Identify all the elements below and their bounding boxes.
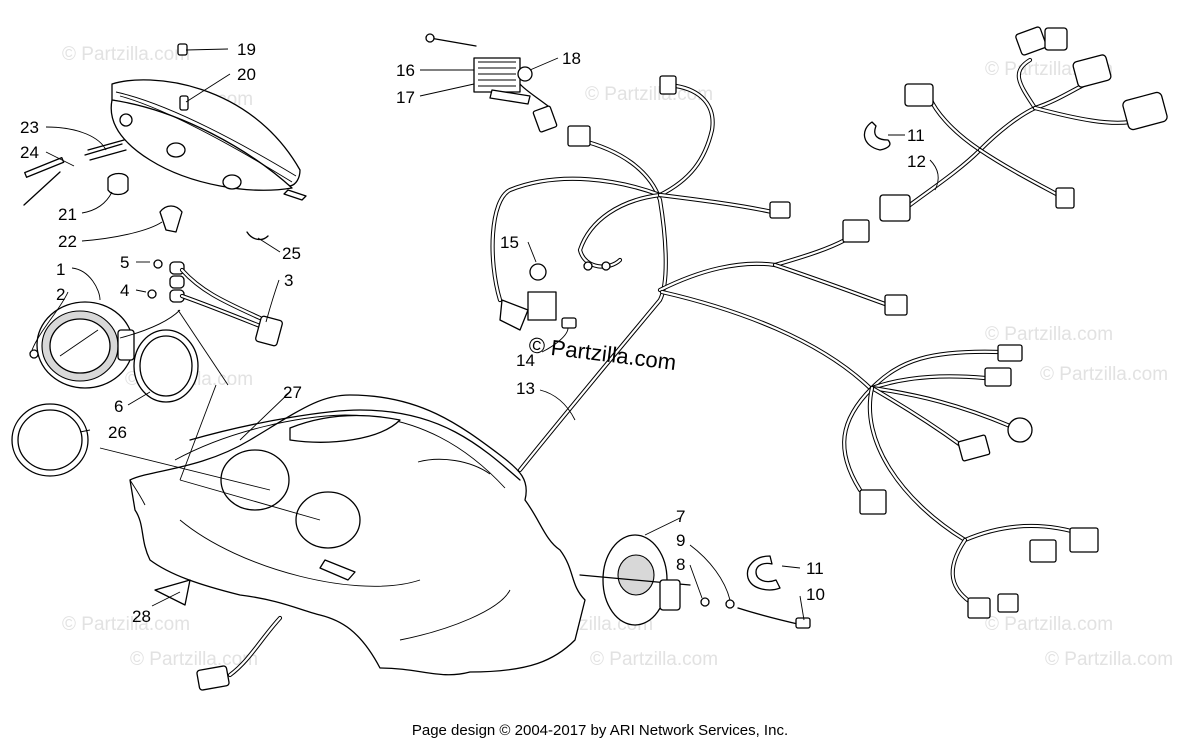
wiring-harness	[425, 33, 908, 473]
part-label-2: 2	[56, 285, 65, 304]
watermark: © Partzilla.com	[130, 649, 258, 670]
watermark: © Partzilla.com	[590, 649, 718, 670]
part-label-22: 22	[58, 232, 77, 251]
part-label-6: 6	[114, 397, 123, 416]
part-label-12: 12	[907, 152, 926, 171]
part-label-26: 26	[108, 423, 127, 442]
part-label-3: 3	[284, 271, 293, 290]
part-label-24: 24	[20, 143, 39, 162]
watermark: © Partzilla.com	[62, 614, 190, 635]
part-label-11-top: 11	[907, 126, 925, 145]
part-label-10: 10	[806, 585, 825, 604]
part-label-27: 27	[283, 383, 302, 402]
part-label-21: 21	[58, 205, 77, 224]
watermark: © Partzilla.com	[62, 44, 190, 65]
right-harness	[842, 26, 1168, 619]
part-label-13: 13	[516, 379, 535, 398]
part-label-1: 1	[56, 260, 65, 279]
part-label-15: 15	[500, 233, 519, 252]
page-footer: Page design © 2004-2017 by ARI Network S…	[411, 722, 789, 739]
mount-assembly	[579, 534, 811, 629]
watermark: © Partzilla.com	[1040, 364, 1168, 385]
headlight-assembly	[23, 43, 307, 241]
watermark: © Partzilla.com	[985, 614, 1113, 635]
part-label-23: 23	[20, 118, 39, 137]
part-label-14: 14	[516, 351, 535, 370]
part-label-19: 19	[237, 40, 256, 59]
part-label-8: 8	[676, 555, 685, 574]
watermark: © Partzilla.com	[1045, 649, 1173, 670]
part-label-16: 16	[396, 61, 415, 80]
part-label-28: 28	[132, 607, 151, 626]
part-label-11-bottom: 11	[806, 559, 824, 578]
watermark: © Partzilla.com	[985, 324, 1113, 345]
watermark: © Partzilla.com	[585, 84, 713, 105]
gauge-group	[11, 259, 283, 477]
part-label-7: 7	[676, 507, 685, 526]
dash-panel	[129, 394, 586, 691]
part-label-17: 17	[396, 88, 415, 107]
part-label-25: 25	[282, 244, 301, 263]
part-label-18: 18	[562, 49, 581, 68]
part-label-5: 5	[120, 253, 129, 272]
part-labels: 19 20 23 24 21 22 25 1 2 5 4 3 6 26 27 2…	[20, 40, 926, 626]
part-label-9: 9	[676, 531, 685, 550]
leader-lines	[31, 48, 939, 621]
part-label-20: 20	[237, 65, 256, 84]
part-label-4: 4	[120, 281, 129, 300]
watermarks: © Partzilla.com © Partzilla.com © Partzi…	[62, 44, 1173, 670]
